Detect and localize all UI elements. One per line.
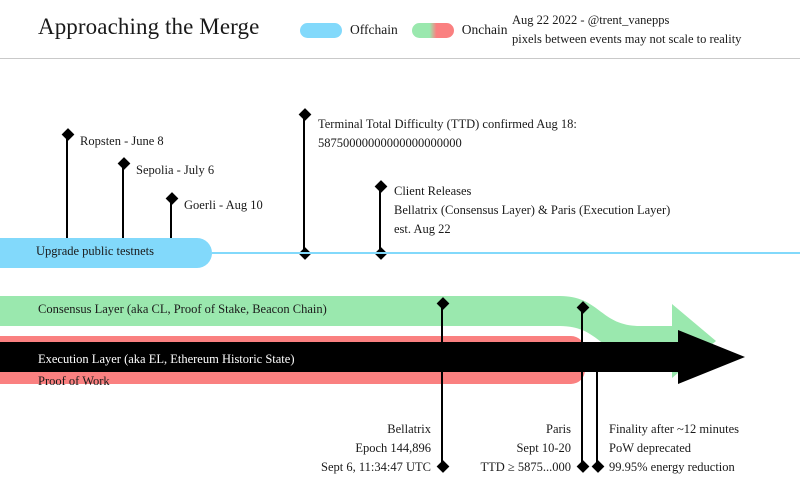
diamond-icon [61, 128, 75, 141]
offchain-band: Upgrade public testnets [0, 238, 212, 268]
legend-label-onchain: Onchain [461, 22, 508, 37]
offchain-timeline-line [212, 252, 800, 254]
marker-stem [122, 163, 124, 246]
diamond-icon [165, 192, 179, 205]
marker-stem [303, 114, 305, 253]
marker-stem [581, 307, 583, 466]
legend-label-offchain: Offchain [350, 22, 398, 37]
diamond-icon [117, 157, 131, 170]
diamond-icon [374, 180, 388, 193]
marker-stem [170, 198, 172, 246]
consensus-layer-band [0, 296, 716, 378]
ttd-line-1: Terminal Total Difficulty (TTD) confirme… [318, 117, 577, 131]
annotation-client-releases: Client Releases Bellatrix (Consensus Lay… [394, 182, 670, 238]
client-releases-line-2: Bellatrix (Consensus Layer) & Paris (Exe… [394, 202, 671, 217]
ttd-line-2: 58750000000000000000000 [318, 135, 462, 150]
paris-line-3: TTD ≥ 5875...000 [480, 459, 571, 474]
finality-line-2: PoW deprecated [609, 440, 692, 455]
marker-stem [66, 134, 68, 246]
diamond-icon [576, 460, 590, 473]
finality-line-1: Finality after ~12 minutes [609, 422, 740, 436]
client-releases-line-1: Client Releases [394, 184, 472, 198]
execution-layer-arrow [0, 330, 745, 384]
marker-stem [379, 186, 381, 253]
legend-item-offchain: Offchain [300, 22, 398, 38]
consensus-layer-label: Consensus Layer (aka CL, Proof of Stake,… [38, 302, 327, 316]
offchain-pill-swatch [300, 22, 342, 38]
legend-item-onchain: Onchain [411, 22, 508, 38]
bellatrix-line-1: Bellatrix [387, 422, 431, 436]
annotation-paris: Paris Sept 10-20 TTD ≥ 5875...000 [395, 420, 571, 476]
paris-line-2: Sept 10-20 [516, 440, 571, 455]
execution-layer-label: Execution Layer (aka EL, Ethereum Histor… [38, 352, 295, 366]
diamond-icon [298, 108, 312, 121]
client-releases-line-3: est. Aug 22 [394, 221, 451, 236]
marker-stem [441, 303, 443, 466]
header: Approaching the Merge Offchain Onchain A… [0, 0, 800, 58]
marker-stem [596, 355, 598, 466]
bellatrix-line-3: Sept 6, 11:34:47 UTC [321, 459, 431, 474]
meta-credit: Aug 22 2022 - @trent_vanepps pixels betw… [512, 11, 741, 50]
meta-scale-note: pixels between events may not scale to r… [512, 32, 742, 47]
paris-line-1: Paris [546, 422, 571, 436]
label-goerli: Goerli - Aug 10 [184, 198, 263, 212]
annotation-finality: Finality after ~12 minutes PoW deprecate… [609, 420, 739, 476]
finality-line-3: 99.95% energy reduction [609, 459, 735, 474]
meta-date-author: Aug 22 2022 - @trent_vanepps [512, 13, 670, 27]
onchain-gradient-swatch [411, 22, 454, 38]
proof-of-work-label: Proof of Work [38, 374, 110, 388]
page-title: Approaching the Merge [38, 14, 260, 39]
offchain-band-label: Upgrade public testnets [36, 244, 155, 258]
label-sepolia: Sepolia - July 6 [136, 163, 215, 177]
annotation-ttd: Terminal Total Difficulty (TTD) confirme… [318, 115, 577, 153]
header-divider [0, 58, 800, 59]
bellatrix-line-2: Epoch 144,896 [355, 440, 431, 455]
legend: Offchain Onchain [300, 22, 507, 38]
annotation-bellatrix: Bellatrix Epoch 144,896 Sept 6, 11:34:47… [231, 420, 431, 476]
label-ropsten: Ropsten - June 8 [80, 134, 164, 148]
diamond-icon [591, 460, 605, 473]
